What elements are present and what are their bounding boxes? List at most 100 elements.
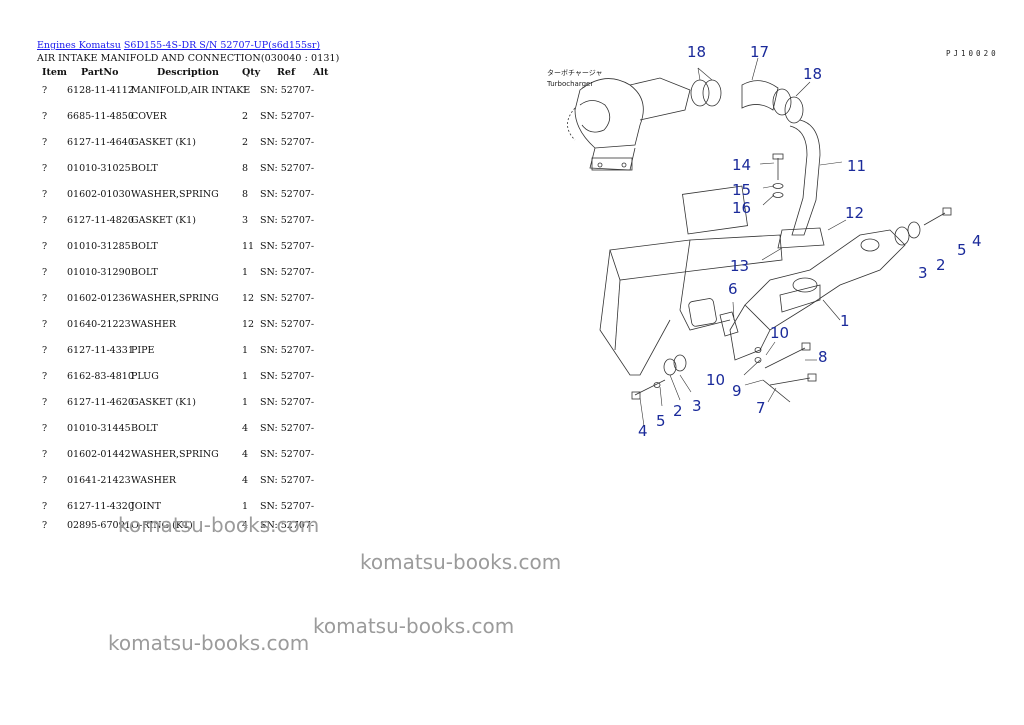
col-ref: Ref [277,67,296,78]
row-item: ? [42,111,48,122]
bolt-washer-drawing [772,153,784,198]
row-ref: SN: 52707- [260,319,315,330]
row-qty: 4 [242,449,249,460]
pipe-drawing [777,119,825,249]
model-link[interactable]: S6D155-4S-DR S/N 52707-UP(s6d155sr) [123,40,321,51]
turbocharger-drawing [567,77,691,171]
row-qty: 1 [242,501,249,512]
row-partno: 01641-21423 [67,475,131,486]
row-partno: 01602-01442 [67,449,131,460]
callout-number: 3 [918,264,928,282]
row-ref: SN: 52707- [260,267,315,278]
row-ref: SN: 52707- [260,241,315,252]
engines-komatsu-link[interactable]: Engines Komatsu [37,40,121,51]
row-item: ? [42,345,48,356]
callout-number: 8 [818,348,828,366]
col-item: Item [42,67,67,78]
row-ref: SN: 52707- [260,111,315,122]
callout-number: 4 [972,232,982,250]
row-partno: 01010-31445 [67,423,131,434]
row-ref: SN: 52707- [260,215,315,226]
row-ref: SN: 52707- [260,449,315,460]
row-ref: SN: 52707- [260,475,315,486]
joint-drawing [690,79,804,124]
row-item: ? [42,449,48,460]
row-partno: 6685-11-4850 [67,111,134,122]
gasket-right-drawing [894,207,952,246]
watermark: komatsu-books.com [118,513,320,537]
row-item: ? [42,371,48,382]
callout-number: 13 [730,257,749,275]
row-item: ? [42,520,48,531]
row-ref: SN: 52707- [260,293,315,304]
watermark: komatsu-books.com [313,614,515,638]
row-item: ? [42,319,48,330]
engine-block-drawing [599,185,783,376]
row-qty: 4 [242,475,249,486]
callout-number: 5 [656,412,666,430]
callout-number: 16 [732,199,751,217]
row-item: ? [42,241,48,252]
row-qty: 1 [242,345,249,356]
diagram-code: PJ10020 [946,49,999,58]
breadcrumb: Engines Komatsu S6D155-4S-DR S/N 52707-U… [37,40,320,51]
row-description: BOLT [131,267,158,278]
row-ref: SN: 52707- [260,501,315,512]
row-partno: 6127-11-4640 [67,137,134,148]
row-item: ? [42,501,48,512]
row-item: ? [42,423,48,434]
callout-number: 18 [687,43,706,61]
row-item: ? [42,293,48,304]
row-item: ? [42,475,48,486]
row-item: ? [42,397,48,408]
row-qty: 8 [242,163,249,174]
row-qty: 2 [242,137,249,148]
row-description: GASKET (K1) [131,397,196,408]
row-partno: 6127-11-4620 [67,397,134,408]
row-partno: 6127-11-4820 [67,215,134,226]
turbo-label: Turbocharger [546,80,593,88]
row-item: ? [42,137,48,148]
row-description: WASHER,SPRING [131,189,219,200]
row-description: COVER [131,111,167,122]
row-partno: 02895-67091 [67,520,131,531]
row-item: ? [42,189,48,200]
turbo-label-jp: ターボチャージャ [547,68,602,77]
callout-number: 1 [840,312,850,330]
row-item: ? [42,163,48,174]
row-ref: SN: 52707- [260,371,315,382]
row-ref: SN: 52707- [260,423,315,434]
row-partno: 6127-11-4320 [67,501,134,512]
row-description: WASHER [131,319,177,330]
page-subtitle: AIR INTAKE MANIFOLD AND CONNECTION(03004… [37,53,340,64]
row-partno: 01640-21223 [67,319,131,330]
callout-number: 2 [673,402,683,420]
row-partno: 01602-01030 [67,189,131,200]
row-description: BOLT [131,241,158,252]
col-alt: Alt [313,67,329,78]
row-partno: 01602-01236 [67,293,131,304]
callout-number: 2 [936,256,946,274]
row-description: GASKET (K1) [131,137,196,148]
row-qty: 8 [242,189,249,200]
callout-number: 7 [756,399,766,417]
row-qty: 2 [242,111,249,122]
row-ref: SN: 52707- [260,137,315,148]
row-qty: 1 [242,267,249,278]
row-partno: 6128-11-4112 [67,85,134,96]
row-description: WASHER [131,475,177,486]
row-description: BOLT [131,163,158,174]
row-qty: 1 [242,85,249,96]
row-item: ? [42,215,48,226]
callout-number: 9 [732,382,742,400]
row-qty: 4 [242,520,249,531]
watermark: komatsu-books.com [108,631,310,655]
row-qty: 4 [242,423,249,434]
row-description: GASKET (K1) [131,215,196,226]
row-partno: 01010-31285 [67,241,131,252]
row-description: BOLT [131,423,158,434]
row-ref: SN: 52707- [260,189,315,200]
parts-diagram: ターボチャージャ Turbocharger [546,43,982,440]
bolt-lower-drawing [631,342,817,403]
row-partno: 01010-31290 [67,267,131,278]
